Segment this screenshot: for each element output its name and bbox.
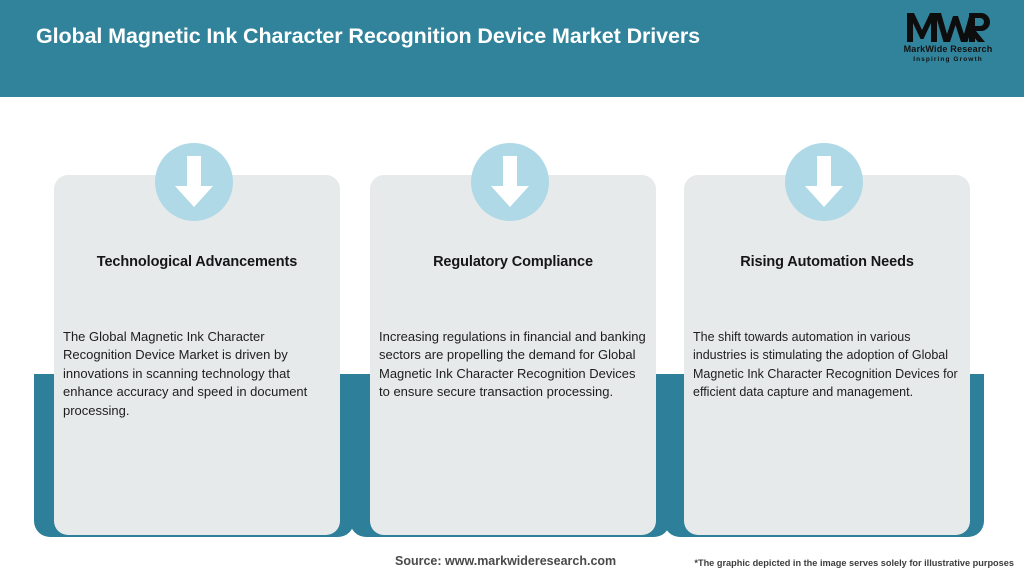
card-surface: Rising Automation Needs The shift toward… xyxy=(684,175,970,535)
card-title: Regulatory Compliance xyxy=(433,254,593,270)
driver-card-3[interactable]: Rising Automation Needs The shift toward… xyxy=(664,97,984,537)
down-arrow-icon xyxy=(471,143,549,221)
drivers-card-group: Technological Advancements The Global Ma… xyxy=(0,97,1024,537)
driver-card-1[interactable]: Technological Advancements The Global Ma… xyxy=(34,97,354,537)
logo-mark-icon xyxy=(894,10,1002,44)
card-body-text: The Global Magnetic Ink Character Recogn… xyxy=(63,329,308,418)
logo-tagline: Inspiring Growth xyxy=(913,56,983,63)
brand-logo: MarkWide Research Inspiring Growth xyxy=(894,10,1002,72)
down-arrow-icon xyxy=(155,143,233,221)
card-title: Rising Automation Needs xyxy=(740,254,914,270)
logo-company-name: MarkWide Research xyxy=(903,44,993,54)
source-label: Source: www.markwideresearch.com xyxy=(395,554,617,568)
card-body-text: The shift towards automation in various … xyxy=(693,330,958,400)
page-header: Global Magnetic Ink Character Recognitio… xyxy=(0,0,1024,97)
disclaimer-note: *The graphic depicted in the image serve… xyxy=(694,558,1014,568)
card-surface: Regulatory Compliance Increasing regulat… xyxy=(370,175,656,535)
card-title: Technological Advancements xyxy=(96,254,298,270)
down-arrow-icon xyxy=(785,143,863,221)
driver-card-2[interactable]: Regulatory Compliance Increasing regulat… xyxy=(350,97,670,537)
card-surface: Technological Advancements The Global Ma… xyxy=(54,175,340,535)
card-body-text: Increasing regulations in financial and … xyxy=(379,329,646,400)
page-title: Global Magnetic Ink Character Recognitio… xyxy=(36,24,700,48)
